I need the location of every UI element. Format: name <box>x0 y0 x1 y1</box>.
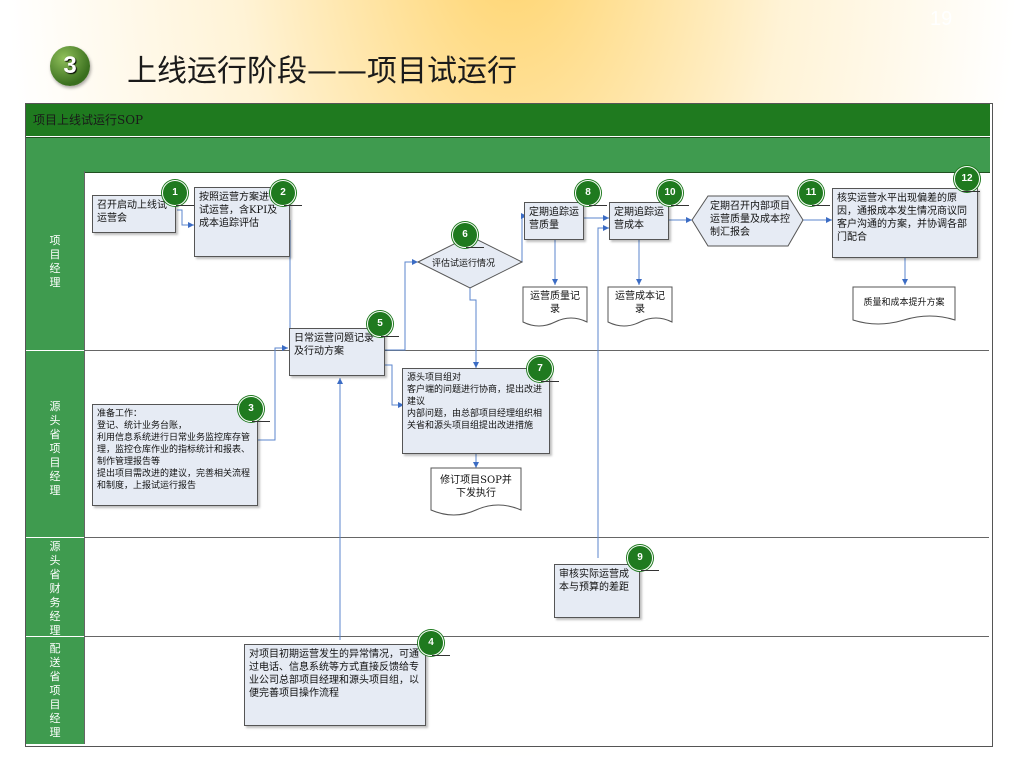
doc-sop-revision: 修订项目SOP并下发执行 <box>440 475 512 499</box>
step-number-5: 5 <box>367 311 393 337</box>
step-number-underline <box>589 205 607 206</box>
diagram-header-title: 项目上线试运行SOP <box>33 113 144 127</box>
step-number-underline <box>176 205 194 206</box>
step-number-9: 9 <box>627 545 653 571</box>
lane-divider <box>84 537 989 538</box>
lane-label-delivery-pm: 配 送 省 项 目 经 理 <box>49 642 61 739</box>
lane-project-manager <box>26 172 84 351</box>
step-number-4: 4 <box>418 630 444 656</box>
step-box-10: 定期追踪运营成本 <box>609 202 669 240</box>
page-title: 上线运行阶段——项目试运行 <box>127 54 517 89</box>
arrow-6-to-7 <box>469 288 479 368</box>
document-shape <box>852 286 956 325</box>
lane-divider <box>84 350 989 351</box>
arrow-5-to-7 <box>384 364 404 408</box>
lane-divider <box>84 636 989 637</box>
step-number-underline <box>541 381 559 382</box>
step-number-6: 6 <box>452 222 478 248</box>
step-number-underline <box>812 205 830 206</box>
arrow-9-to-10 <box>597 225 609 558</box>
step-number-underline <box>381 336 399 337</box>
decision-label-6: 评估试运行情况 <box>432 259 496 269</box>
step-box-8: 定期追踪运营质量 <box>524 202 584 240</box>
step-number-underline <box>962 191 980 192</box>
diagram-header-bar <box>26 104 990 136</box>
step-box-9: 审核实际运营成本与预算的差距 <box>554 564 640 618</box>
hexagon-label-11: 定期召开内部项目运营质量及成本控制汇报会 <box>710 201 790 238</box>
decision-diamond <box>416 235 524 289</box>
slide-page-number: 19 <box>930 8 953 30</box>
lane-source-finance <box>26 538 84 637</box>
document-shape <box>522 286 588 327</box>
hexagon-shape <box>691 195 804 247</box>
lane-label-source-finance: 源 头 省 财 务 经 理 <box>49 540 61 637</box>
doc-cost-record: 运营成本记录 <box>615 291 665 315</box>
section-badge: 3 <box>50 46 90 86</box>
step-number-3: 3 <box>238 396 264 422</box>
lane-label-source-pm: 源 头 省 项 目 经 理 <box>49 400 61 497</box>
step-number-underline <box>432 655 450 656</box>
step-number-underline <box>641 570 659 571</box>
document-shape <box>607 286 673 327</box>
step-box-5: 日常运营问题记录及行动方案 <box>289 328 385 376</box>
step-box-7: 源头项目组对 客户端的问题进行协商，提出改进建议 内部问题，由总部项目经理组织相… <box>402 368 550 454</box>
step-number-11: 11 <box>798 180 824 206</box>
step-number-8: 8 <box>575 180 601 206</box>
step-number-2: 2 <box>270 180 296 206</box>
arrow-1-to-2 <box>177 209 194 228</box>
lane-source-pm <box>26 351 84 538</box>
step-number-underline <box>252 421 270 422</box>
diagram-subheader-strip <box>26 137 990 173</box>
arrow-5-to-6 <box>384 259 418 351</box>
step-number-underline <box>671 205 689 206</box>
step-number-1: 1 <box>162 180 188 206</box>
arrow-3-to-5 <box>257 345 288 441</box>
step-box-1: 召开启动上线试运营会 <box>92 195 176 233</box>
doc-quality-record: 运营质量记录 <box>530 291 580 315</box>
step-number-underline <box>466 247 484 248</box>
step-number-10: 10 <box>657 180 683 206</box>
step-box-4: 对项目初期运营发生的异常情况，可通过电话、信息系统等方式直接反馈给专业公司总部项… <box>244 644 426 726</box>
step-number-7: 7 <box>527 356 553 382</box>
step-number-underline <box>284 205 302 206</box>
lane-delivery-pm <box>26 637 84 745</box>
document-shape <box>430 467 522 516</box>
lane-divider <box>84 171 85 744</box>
step-box-12: 核实运营水平出现偏差的原因，通报成本发生情况商议同客户沟通的方案，并协调各部门配… <box>832 188 978 258</box>
lane-label-project-manager: 项 目 经 理 <box>49 234 61 289</box>
step-number-12: 12 <box>954 166 980 192</box>
step-box-3: 准备工作： 登记、统计业务台账， 利用信息系统进行日常业务监控库存管理，监控仓库… <box>92 404 258 506</box>
doc-improvement-plan: 质量和成本提升方案 <box>863 298 945 308</box>
